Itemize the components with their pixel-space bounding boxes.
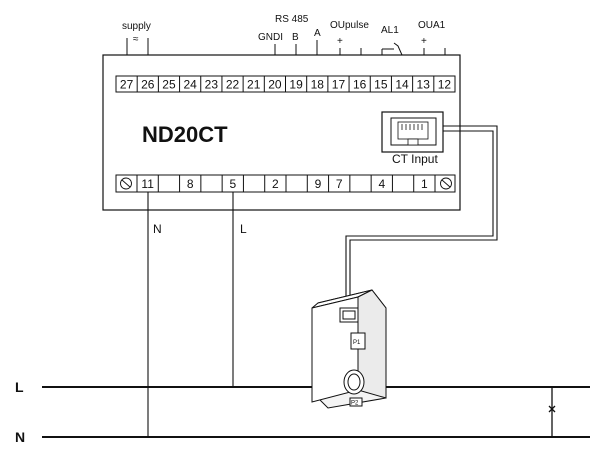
bottom-terminal: 8: [179, 175, 194, 192]
top-terminal: 17: [327, 76, 346, 92]
oupulse-plus-label: +: [337, 36, 343, 47]
top-terminal: 20: [263, 76, 282, 92]
n-wire-label: N: [153, 222, 162, 236]
top-terminal: 23: [200, 76, 219, 92]
bottom-terminal: 11: [141, 177, 154, 191]
top-terminal: 16: [348, 76, 367, 92]
device-model-title: ND20CT: [142, 122, 228, 147]
terminal-number: 20: [268, 78, 282, 92]
terminal-number: 12: [438, 78, 452, 92]
wires: [147, 192, 234, 437]
bottom-terminal: 9: [306, 175, 322, 192]
top-terminal: 12: [433, 76, 452, 92]
ct-input-socket[interactable]: [381, 111, 444, 153]
terminal-number: 11: [141, 177, 154, 191]
screw-icon: [440, 177, 452, 190]
p2-label: P2: [351, 401, 359, 407]
top-terminal: 25: [157, 76, 176, 92]
terminal-number: 24: [183, 78, 197, 92]
top-terminal: 22: [221, 76, 240, 92]
rs485-label: RS 485: [275, 14, 309, 25]
terminal-number: 15: [374, 78, 388, 92]
top-terminal: 24: [179, 76, 197, 92]
terminal-number: 2: [272, 177, 279, 191]
terminal-number: 17: [332, 78, 346, 92]
terminal-number: 19: [289, 78, 303, 92]
a-label: A: [314, 28, 321, 39]
terminal-number: 13: [417, 78, 431, 92]
current-transformer: P1 P2: [311, 289, 387, 409]
p1-label: P1: [353, 340, 361, 346]
bottom-terminal: 7: [328, 175, 343, 192]
top-terminal: 19: [285, 76, 303, 92]
supply-symbol: ≈: [133, 34, 139, 45]
top-terminal: 18: [306, 76, 325, 92]
oua1-label: OUA1: [418, 20, 446, 31]
terminal-number: 5: [229, 177, 236, 191]
oua1-plus-label: +: [421, 36, 427, 47]
n-line-label: N: [15, 429, 25, 445]
top-terminal: 27: [120, 78, 134, 92]
oupulse-label: OUpulse: [330, 20, 369, 31]
terminal-number: 8: [187, 177, 194, 191]
top-terminal: 14: [390, 76, 409, 92]
terminal-number: 4: [378, 177, 385, 191]
top-terminal: 21: [242, 76, 261, 92]
bottom-terminal: 2: [264, 175, 279, 192]
load-connection: [548, 387, 556, 437]
terminal-number: 18: [311, 78, 325, 92]
top-terminal: 13: [412, 76, 431, 92]
ct-cable: [345, 125, 498, 312]
al1-label: AL1: [381, 25, 399, 36]
terminal-number: 16: [353, 78, 367, 92]
terminal-number: 23: [205, 78, 219, 92]
top-terminal: 26: [136, 76, 155, 92]
screw-icon: [120, 177, 132, 190]
terminal-number: 9: [315, 177, 322, 191]
terminal-number: 25: [162, 78, 176, 92]
bottom-terminal: 1: [413, 175, 428, 192]
l-line-label: L: [15, 379, 24, 395]
terminal-number: 27: [120, 78, 134, 92]
top-terminal: 15: [369, 76, 388, 92]
ct-input-label: CT Input: [392, 152, 438, 166]
bottom-terminal: 4: [370, 175, 385, 192]
top-terminal-strip: 27 26 25 24 23 22 21 20 19 18 17 16 15 14 13 12: [115, 75, 456, 93]
b-label: B: [292, 32, 299, 43]
terminal-number: 21: [247, 78, 261, 92]
terminal-number: 26: [141, 78, 155, 92]
terminal-number: 7: [336, 177, 343, 191]
bottom-terminal: 5: [221, 175, 236, 192]
terminal-number: 1: [421, 177, 428, 191]
l-wire-label: L: [240, 222, 247, 236]
supply-label: supply: [122, 21, 151, 32]
terminal-number: 14: [395, 78, 409, 92]
terminal-number: 22: [226, 78, 240, 92]
gndi-label: GNDI: [258, 32, 283, 43]
